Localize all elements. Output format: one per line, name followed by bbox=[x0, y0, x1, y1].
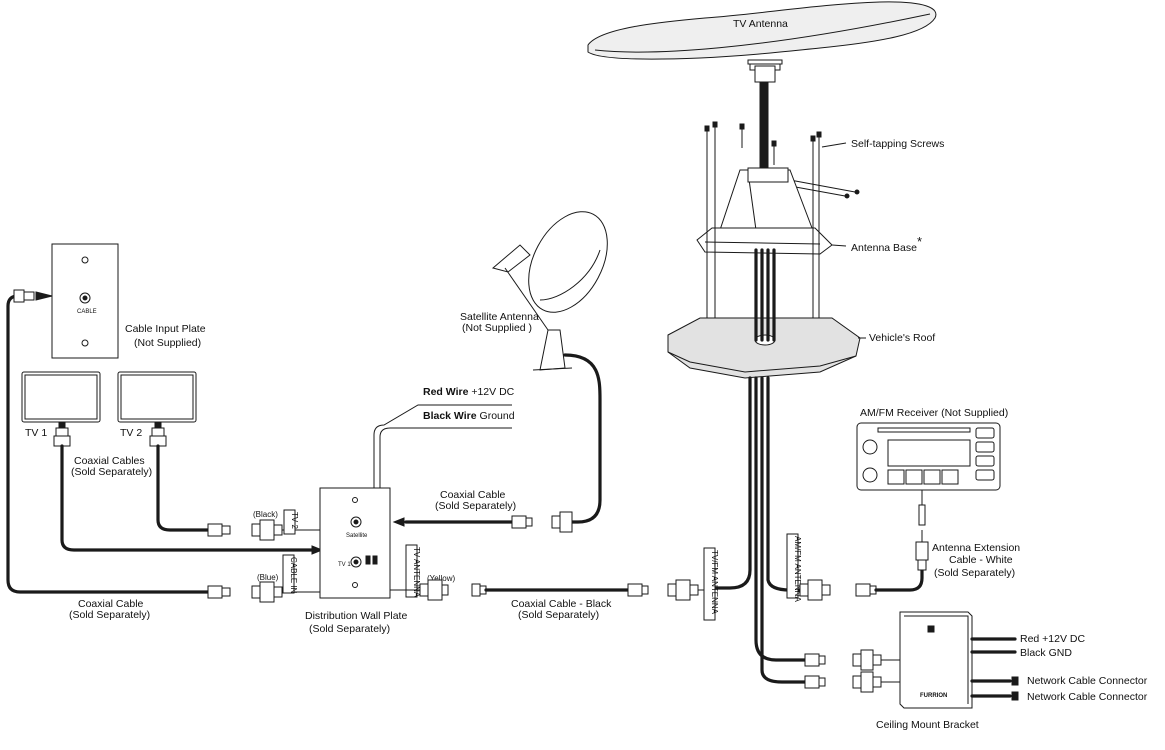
tv1-cable bbox=[60, 444, 314, 552]
tv-antenna-label: TV Antenna bbox=[733, 18, 788, 30]
coax-left-label-1: Coaxial Cable bbox=[78, 598, 144, 610]
vehicles-roof bbox=[667, 317, 861, 379]
tv2-label: TV 2 bbox=[120, 427, 142, 439]
cable-in-tag: CABLE IN bbox=[289, 557, 298, 594]
black-gnd-label: Black GND bbox=[1020, 647, 1072, 659]
satellite-dish bbox=[491, 211, 608, 371]
tv2-cable bbox=[156, 444, 210, 532]
cable-input-plate-label-1: Cable Input Plate bbox=[125, 323, 206, 335]
tv-1 bbox=[21, 371, 101, 429]
tv-antenna bbox=[587, 1, 937, 173]
ext-cable-label-3: (Sold Separately) bbox=[934, 567, 1015, 579]
yellow-tag: (Yellow) bbox=[427, 574, 455, 583]
satellite-antenna-label-1: Satellite Antenna bbox=[460, 311, 539, 323]
cable-input-plate bbox=[51, 243, 119, 359]
ceiling-mount-bracket bbox=[899, 611, 1019, 709]
amfm-receiver bbox=[856, 422, 1001, 491]
ext-cable-label-2: Cable - White bbox=[949, 554, 1013, 566]
satellite-coax bbox=[392, 511, 573, 533]
tvfm-antenna-tag: TV/FM ANTENNA bbox=[710, 550, 719, 615]
cable-input-plate-label-2: (Not Supplied) bbox=[134, 337, 201, 349]
black-wire-rest: Ground bbox=[477, 410, 515, 422]
dist-plate-label-1: Distribution Wall Plate bbox=[305, 610, 407, 622]
black-tag: (Black) bbox=[253, 510, 278, 519]
yellow-connector bbox=[390, 579, 449, 601]
ceiling-bracket-label: Ceiling Mount Bracket bbox=[876, 719, 979, 731]
black-wire-bold: Black Wire bbox=[423, 410, 477, 422]
red-wire bbox=[373, 404, 512, 488]
red-wire-rest: +12V DC bbox=[468, 386, 514, 398]
coax-sat-label-2: (Sold Separately) bbox=[435, 500, 516, 512]
vehicles-roof-label: Vehicle's Roof bbox=[869, 332, 935, 344]
coax-black-label-1: Coaxial Cable - Black bbox=[511, 598, 612, 610]
plate-satellite-label: Satellite bbox=[346, 533, 368, 539]
tv1-label: TV 1 bbox=[25, 427, 47, 439]
coax-black-label-2: (Sold Separately) bbox=[518, 609, 599, 621]
black-wire-label: Black Wire Ground bbox=[423, 410, 515, 422]
satellite-antenna-label-2: (Not Supplied ) bbox=[462, 322, 532, 334]
network-connector-1-label: Network Cable Connector bbox=[1027, 675, 1148, 687]
amfm-antenna-tag: AM/FM ANTENNA bbox=[793, 536, 802, 602]
coaxial-cables-label-1: Coaxial Cables bbox=[74, 455, 145, 467]
tv-antenna-tag: TV ANTENNA bbox=[412, 547, 421, 598]
coax-connectors-left bbox=[207, 519, 324, 603]
antenna-cable-bundle bbox=[710, 248, 807, 684]
coax-sat-label-1: Coaxial Cable bbox=[440, 489, 506, 501]
ext-cable-label-1: Antenna Extension bbox=[932, 542, 1020, 554]
antenna-base-asterisk: * bbox=[917, 234, 922, 249]
tv-connectors bbox=[53, 427, 167, 447]
coax-black bbox=[471, 579, 712, 601]
self-tapping-screws-label: Self-tapping Screws bbox=[851, 138, 944, 150]
tv2-tag: TV 2 bbox=[290, 512, 299, 529]
self-tapping-screws bbox=[704, 121, 860, 199]
cable-input-cable bbox=[6, 294, 210, 594]
tv-2 bbox=[117, 371, 197, 429]
network-connector-2-label: Network Cable Connector bbox=[1027, 691, 1148, 703]
red-12v-label: Red +12V DC bbox=[1020, 633, 1085, 645]
black-wire bbox=[379, 427, 512, 488]
antenna-base bbox=[696, 167, 847, 255]
red-wire-label: Red Wire +12V DC bbox=[423, 386, 515, 398]
cable-plate-text: CABLE bbox=[77, 309, 97, 315]
amfm-connectors bbox=[799, 484, 929, 601]
coax-left-label-2: (Sold Separately) bbox=[69, 609, 150, 621]
coaxial-cables-label-2: (Sold Separately) bbox=[71, 466, 152, 478]
screw-guide-lines bbox=[706, 146, 820, 345]
dist-plate-label-2: (Sold Separately) bbox=[309, 623, 390, 635]
antenna-base-text: Antenna Base bbox=[851, 242, 917, 254]
bracket-brand: FURRION bbox=[920, 693, 947, 699]
antenna-base-label: Antenna Base* bbox=[851, 234, 922, 254]
blue-tag: (Blue) bbox=[257, 573, 279, 582]
distribution-wall-plate bbox=[319, 487, 391, 599]
amfm-receiver-label: AM/FM Receiver (Not Supplied) bbox=[860, 407, 1008, 419]
red-wire-bold: Red Wire bbox=[423, 386, 469, 398]
cable-input-connector bbox=[13, 289, 53, 303]
bundle-connectors bbox=[804, 649, 900, 693]
plate-tv1-label: TV 1 bbox=[338, 562, 351, 568]
